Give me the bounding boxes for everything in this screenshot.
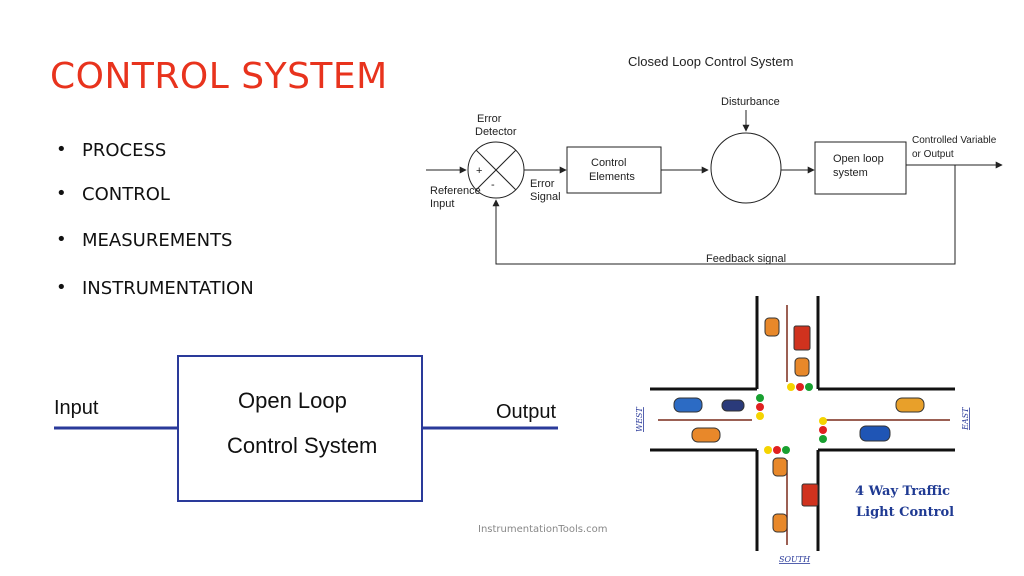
open-loop-system-label-2: system (833, 167, 868, 179)
east-label: EAST (961, 407, 970, 431)
control-elements-box (566, 146, 662, 194)
bullet-item: PROCESS (56, 139, 254, 184)
disturbance-circle (710, 132, 782, 204)
feedback-label: Feedback signal (706, 253, 786, 265)
closed-loop-title: Closed Loop Control System (628, 54, 793, 69)
input-label: Input (54, 397, 99, 419)
car-orange-south (772, 457, 788, 477)
bullet-item: MEASUREMENTS (56, 229, 254, 278)
open-loop-box-line1: Open Loop (238, 388, 347, 413)
plus-sign: + (476, 165, 482, 177)
bullet-item: CONTROL (56, 183, 254, 230)
car-orange-south-2 (772, 513, 788, 533)
car-navy-west (721, 399, 745, 412)
minus-sign: - (491, 179, 495, 191)
reference-input-label-2: Input (430, 198, 454, 210)
controlled-variable-label-2: or Output (912, 149, 954, 160)
error-detector-label-1: Error (477, 113, 502, 125)
open-loop-system-label-1: Open loop (833, 153, 884, 165)
feedback-path (492, 165, 956, 265)
traffic-light-west (756, 394, 764, 420)
car-orange-north (764, 317, 780, 337)
bullet-list: PROCESS CONTROL MEASUREMENTS INSTRUMENTA… (56, 139, 254, 322)
traffic-title-line1: 4 Way Traffic (855, 484, 950, 499)
traffic-title-line2: Light Control (856, 505, 954, 520)
open-loop-box (177, 355, 423, 502)
bullet-item: INSTRUMENTATION (56, 277, 254, 322)
error-signal-label-2: Signal (530, 191, 561, 203)
south-label: SOUTH (779, 555, 811, 564)
west-label: WEST (635, 406, 644, 432)
output-label: Output (496, 401, 556, 423)
error-signal-label-1: Error (530, 178, 555, 190)
traffic-light-south (764, 446, 790, 454)
disturbance-label: Disturbance (721, 96, 780, 108)
watermark: InstrumentationTools.com (478, 524, 608, 535)
traffic-light-east (819, 417, 827, 443)
controlled-variable-label-1: Controlled Variable (912, 135, 997, 146)
open-loop-system-box (814, 141, 907, 195)
car-orange-north-2 (794, 357, 810, 377)
bus-red-south (801, 483, 819, 507)
car-orange-east (895, 397, 925, 413)
car-blue-east (859, 425, 891, 442)
error-detector-label-2: Detector (475, 126, 517, 138)
reference-input-label-1: Reference (430, 185, 481, 197)
car-orange-west (691, 427, 721, 443)
car-blue-west (673, 397, 703, 413)
control-elements-label-1: Control (591, 157, 626, 169)
error-detector-circle (467, 141, 525, 199)
slide-title: CONTROL SYSTEM (50, 56, 388, 97)
control-elements-label-2: Elements (589, 171, 635, 183)
traffic-light-north (787, 383, 813, 391)
bus-red-north (793, 325, 811, 351)
open-loop-box-line2: Control System (227, 433, 377, 458)
